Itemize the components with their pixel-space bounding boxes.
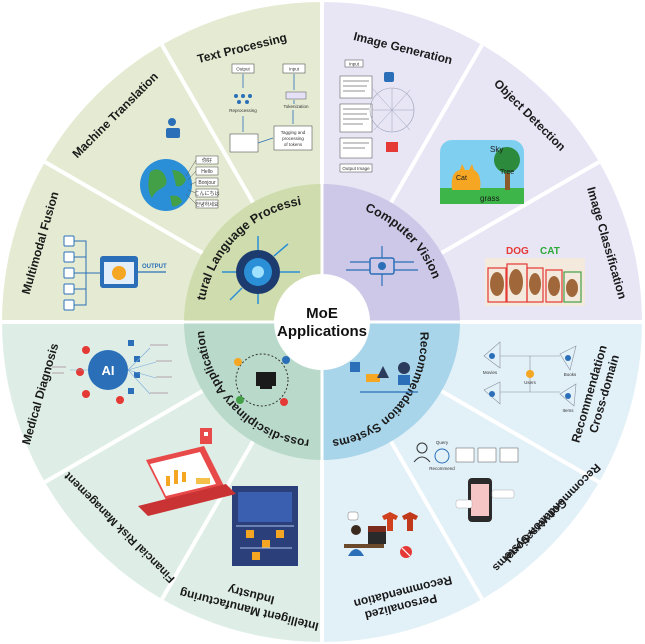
svg-text:Cat: Cat [456, 175, 467, 182]
svg-text:of tokens: of tokens [284, 142, 303, 147]
rec-inner-sector [322, 322, 460, 460]
svg-text:Tagging and: Tagging and [281, 130, 306, 135]
svg-text:processing: processing [282, 136, 304, 141]
svg-text:AI: AI [102, 363, 115, 378]
cat-label: CAT [540, 246, 560, 257]
text-processing-illustration: Output Input Tokenization Reprocessing T… [229, 63, 313, 153]
svg-text:안녕하세요: 안녕하세요 [195, 201, 218, 208]
svg-text:Recommend: Recommend [429, 466, 455, 471]
svg-text:Output Image: Output Image [342, 166, 370, 171]
svg-text:OUTPUT: OUTPUT [142, 264, 167, 270]
center-hub [274, 274, 370, 370]
cross-inner-illustration [234, 353, 290, 407]
svg-text:Movies: Movies [483, 370, 498, 375]
svg-text:こんにちは: こんにちは [194, 191, 219, 197]
rec-inner-illustration [350, 362, 418, 393]
svg-text:Input: Input [349, 62, 360, 67]
manufacturing-illustration [232, 486, 298, 566]
svg-text:Reprocessing: Reprocessing [229, 108, 257, 113]
cv-circuit-illustration [346, 246, 418, 286]
center-title-line2: Applications [277, 323, 367, 340]
cv-inner-sector [322, 184, 460, 322]
svg-text:Output: Output [236, 67, 250, 72]
medical-diagnosis-illustration: AI [52, 340, 172, 404]
svg-text:grass: grass [480, 194, 500, 203]
conversational-rec-illustration: Query Recommend [413, 440, 519, 522]
svg-text:Tokenization: Tokenization [283, 104, 309, 109]
machine-translation-illustration: 你好 Hello Bonjour こんにちは 안녕하세요 [140, 118, 220, 211]
center-title-line1: MoE [306, 305, 338, 322]
svg-text:Hello: Hello [201, 169, 213, 175]
financial-risk-illustration [138, 428, 236, 516]
svg-text:Users: Users [524, 380, 537, 385]
svg-text:你好: 你好 [202, 157, 212, 164]
svg-text:Tree: Tree [500, 169, 514, 176]
svg-text:Query: Query [436, 440, 449, 445]
object-detection-illustration: Sky Tree Cat grass [440, 140, 524, 204]
multimodal-fusion-illustration: OUTPUT [63, 235, 167, 311]
svg-text:Bonjour: Bonjour [198, 180, 216, 186]
image-generation-illustration: Input Output Image [339, 59, 415, 173]
dog-label: DOG [506, 246, 529, 257]
svg-text:Input: Input [289, 67, 300, 72]
cross-domain-illustration: Movies Books Users Items [483, 341, 577, 413]
personalized-rec-illustration [344, 511, 418, 558]
nlp-brain-illustration [222, 236, 300, 304]
svg-text:Books: Books [564, 372, 577, 377]
svg-text:Items: Items [562, 408, 574, 413]
image-classification-illustration: DOG CAT [485, 246, 585, 306]
svg-text:Sky: Sky [490, 145, 503, 154]
